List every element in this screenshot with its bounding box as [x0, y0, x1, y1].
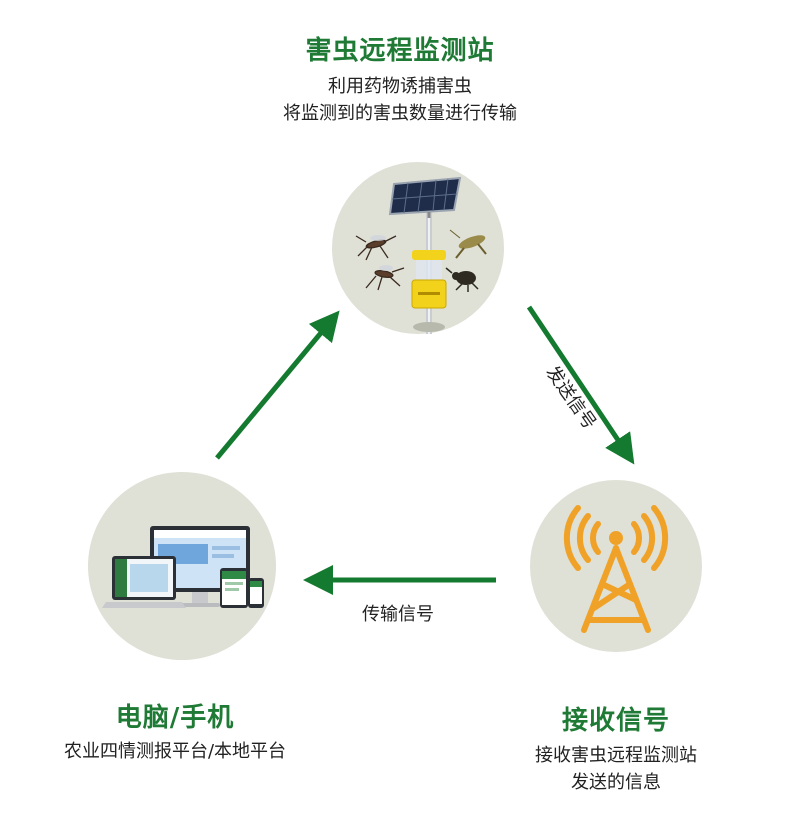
station-circle	[332, 162, 504, 334]
devices-circle	[88, 472, 276, 660]
solar-pest-monitor-icon	[355, 176, 487, 334]
arrow-devices-to-station	[215, 310, 340, 460]
devices-title: 电脑/手机	[115, 703, 235, 733]
receiver-desc-line-1: 接收害虫远程监测站	[535, 745, 697, 766]
station-desc-line-1: 利用药物诱捕害虫	[328, 76, 472, 97]
devices-desc-line-1: 农业四情测报平台/本地平台	[63, 741, 287, 762]
arrow-station-to-receiver	[526, 305, 635, 465]
receiver-desc-line-2: 发送的信息	[571, 772, 661, 793]
computer-phone-icon	[102, 526, 264, 608]
receiver-title: 接收信号	[561, 706, 670, 736]
edge-label-transmit-signal: 传输信号	[362, 604, 434, 625]
receiver-circle	[530, 480, 702, 652]
signal-tower-icon	[563, 505, 669, 633]
station-desc-line-2: 将监测到的害虫数量进行传输	[283, 103, 517, 124]
station-title: 害虫远程监测站	[305, 36, 495, 66]
